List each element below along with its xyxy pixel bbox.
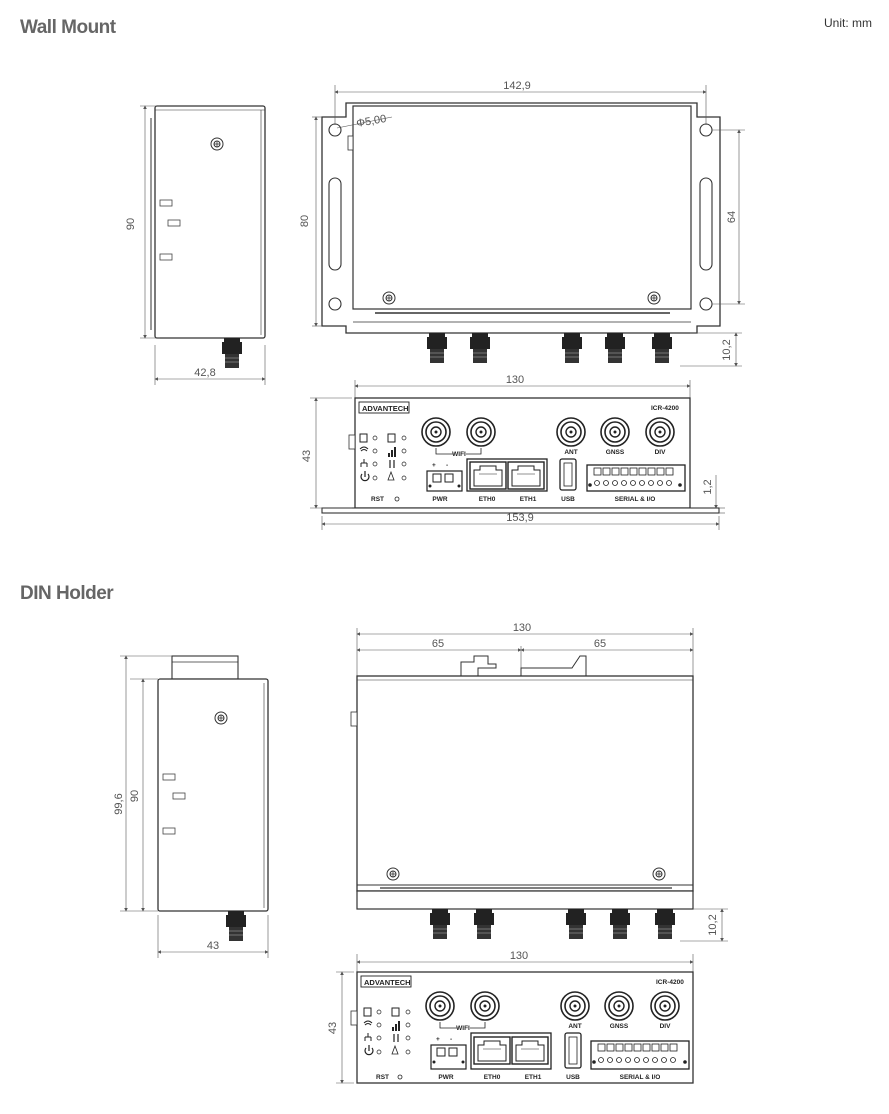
unit-label: Unit: mm [824, 16, 872, 30]
pwr-label: PWR [432, 496, 447, 503]
wall-top-depth-dim: 80 [299, 215, 311, 227]
din-half-left-dim: 65 [432, 638, 444, 650]
wall-front-view: 130 43 153,9 1,2 ADVANTECH ICR-4200 WIFI… [301, 374, 725, 530]
eth0-label: ETH0 [484, 1074, 501, 1081]
pwr-label: PWR [438, 1074, 453, 1081]
rst-label: RST [376, 1074, 389, 1081]
div-label: DIV [660, 1023, 672, 1030]
wall-side-height-dim: 90 [125, 218, 137, 230]
ant-label: ANT [564, 449, 577, 456]
minus-label: - [446, 462, 448, 469]
wall-front-width-dim: 130 [506, 374, 524, 386]
eth1-label: ETH1 [520, 496, 537, 503]
din-connector-dim: 10,2 [707, 914, 719, 935]
rst-label: RST [371, 496, 384, 503]
eth1-label: ETH1 [525, 1074, 542, 1081]
wall-top-width-dim: 142,9 [503, 80, 531, 92]
din-front-width-dim: 130 [510, 950, 528, 962]
wall-side-view: 90 42,8 [125, 105, 266, 385]
wall-connector-dim: 10,2 [721, 339, 733, 360]
din-half-right-dim: 65 [594, 638, 606, 650]
din-top-view: 130 65 65 10,2 [350, 622, 728, 942]
plus-label: + [432, 462, 436, 469]
usb-label: USB [561, 496, 575, 503]
brand-logo: ADVANTECH [362, 404, 409, 413]
wall-mount-title: Wall Mount [20, 17, 116, 38]
wall-hole-spacing-dim: 64 [726, 211, 738, 223]
din-side-total-dim: 99,6 [113, 793, 125, 814]
serial-label: SERIAL & I/O [620, 1074, 661, 1081]
wall-hole-dim: Φ5,00 [355, 113, 387, 130]
din-top-width-dim: 130 [513, 622, 531, 634]
wifi-label: WIFI [456, 1025, 470, 1032]
minus-label: - [450, 1036, 452, 1043]
gnss-label: GNSS [610, 1023, 629, 1030]
din-holder-title: DIN Holder [20, 583, 114, 604]
model-label: ICR-4200 [651, 405, 679, 412]
serial-label: SERIAL & I/O [615, 496, 656, 503]
din-front-view: 130 43 ADVANTECH ICR-4200 WIFI ANT GNSS … [327, 950, 694, 1084]
usb-label: USB [566, 1074, 580, 1081]
wifi-label: WIFI [452, 451, 466, 458]
ant-label: ANT [568, 1023, 581, 1030]
din-side-height-dim: 90 [129, 790, 141, 802]
wall-top-view: 142,9 Φ5,00 80 64 10,2 [299, 80, 745, 367]
wall-side-width-dim: 42,8 [194, 367, 215, 379]
din-side-width-dim: 43 [207, 940, 219, 952]
model-label: ICR-4200 [656, 979, 684, 986]
din-front-height-dim: 43 [327, 1022, 339, 1034]
wall-plate-width-dim: 153,9 [506, 512, 534, 524]
wall-front-height-dim: 43 [301, 450, 313, 462]
div-label: DIV [655, 449, 667, 456]
wall-plate-thickness-dim: 1,2 [702, 479, 714, 494]
din-side-view: 99,6 90 43 [113, 655, 269, 958]
gnss-label: GNSS [606, 449, 625, 456]
brand-logo: ADVANTECH [364, 978, 411, 987]
plus-label: + [436, 1036, 440, 1043]
eth0-label: ETH0 [479, 496, 496, 503]
